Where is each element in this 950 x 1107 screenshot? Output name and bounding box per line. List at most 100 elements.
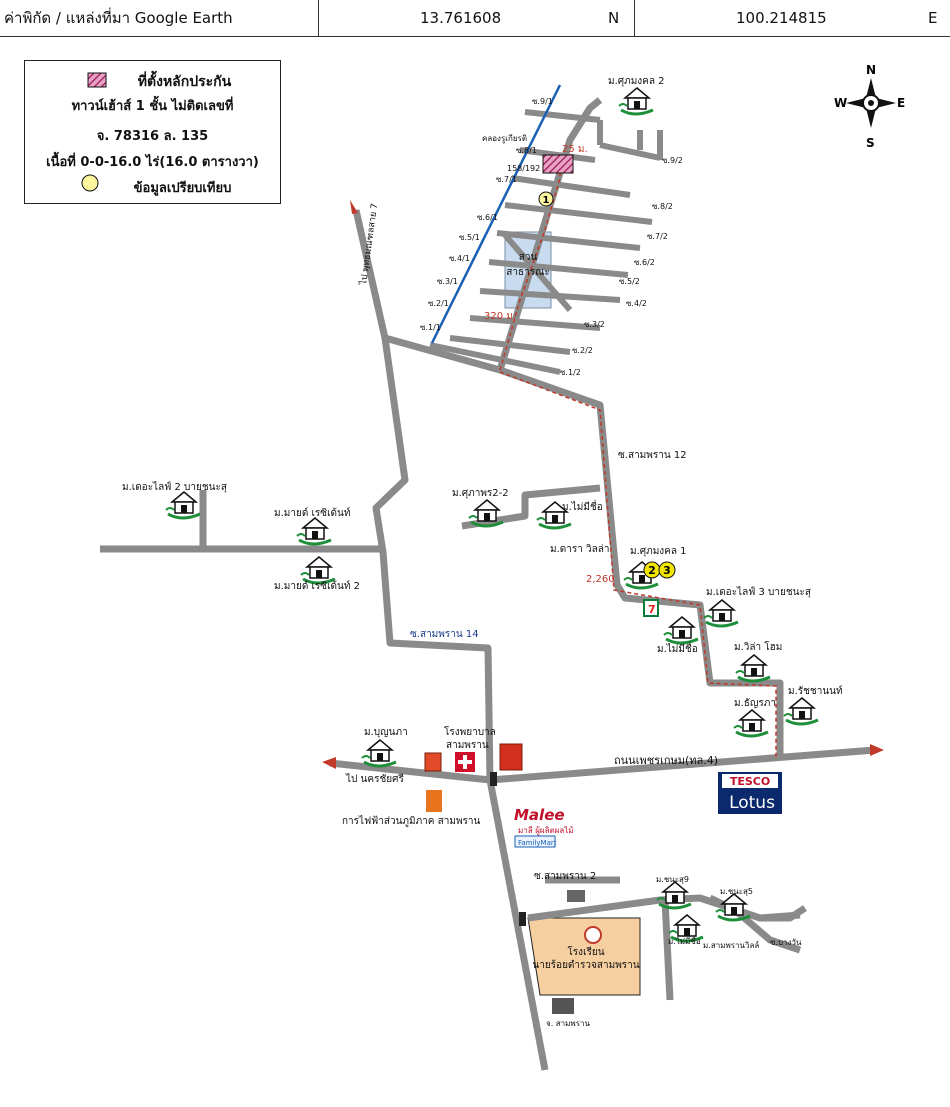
house-icon xyxy=(295,516,333,546)
arrow-east xyxy=(870,744,884,756)
park-label-1: สวน xyxy=(519,252,538,263)
marker-label-3: 3 xyxy=(663,564,671,577)
soi-labels: ซ.9/1 ซ.8/1 ซ.7/1 ซ.6/1 ซ.5/1 ซ.4/1 ซ.3/… xyxy=(420,97,683,377)
village-label: ม.ศุภมงคล 2 xyxy=(608,76,665,87)
district-building-icon xyxy=(552,998,574,1014)
house-icon xyxy=(782,696,820,726)
park-label-2: สาธารณะ xyxy=(506,267,549,278)
marker-label-1: 1 xyxy=(543,195,550,206)
house-icon xyxy=(164,490,202,520)
seven-eleven-label: 7 xyxy=(648,603,656,616)
legend-line2: จ. 78316 ล. 135 xyxy=(96,129,209,144)
post-office-icon xyxy=(499,743,523,771)
comparison-swatch-icon xyxy=(81,174,99,192)
malee-logo: Malee xyxy=(514,806,565,824)
village-label: ม.ดารา วิลล่า xyxy=(550,544,610,555)
traffic-light-icon xyxy=(490,772,497,786)
route-lower xyxy=(499,371,777,757)
road-soi2-label: ซ.สามพราน 2 xyxy=(534,871,596,882)
soi-label: ซ.2/2 xyxy=(572,346,593,355)
house-icon xyxy=(662,615,700,645)
village-label: ม.ชนะสุ5 xyxy=(720,887,753,896)
soi-label: ซ.4/2 xyxy=(626,299,647,308)
house-icon xyxy=(617,86,655,116)
school-icon xyxy=(584,926,602,944)
canal-line xyxy=(430,84,562,344)
compass-w: W xyxy=(834,96,847,110)
house-icon xyxy=(360,738,398,768)
soi-bottom-label: ซ.บางวัน xyxy=(770,938,802,947)
village-label: ม.เดอะไลฟ์ 2 บายชนะสุ xyxy=(122,481,227,493)
village-label: ม.ไม่มีชื่อ xyxy=(657,641,698,655)
source-label: ค่าพิกัด / แหล่งที่มา Google Earth xyxy=(4,9,233,27)
compass-s: S xyxy=(866,136,875,150)
soi-label: ซ.9/1 xyxy=(532,97,553,106)
district-label: จ. สามพราน xyxy=(546,1019,590,1028)
house-icon xyxy=(732,708,770,738)
village-label: ม.ศุภมงคล 1 xyxy=(630,546,687,557)
legend-compare: ข้อมูลเปรียบเทียบ xyxy=(133,181,232,196)
soi-label: ซ.2/1 xyxy=(428,299,449,308)
village-label: ม.เดอะไลฟ์ 3 บายชนะสุ xyxy=(706,586,811,598)
road-soi12-label: ซ.สามพราน 12 xyxy=(618,450,687,461)
traffic-light-icon xyxy=(519,912,526,926)
tesco-label: TESCO xyxy=(730,775,770,788)
village-label: ม.วิล่า โฮม xyxy=(734,640,782,653)
arrow-north xyxy=(350,200,358,214)
house-icon xyxy=(702,598,740,628)
road-phetkasem-label: ถนนเพชรเกษม(ทล.4) xyxy=(614,754,718,767)
hospital-label-2: สามพราน xyxy=(446,740,489,751)
collateral-swatch-icon xyxy=(87,72,107,88)
longitude-dir: E xyxy=(928,9,938,27)
village-label: ม.ธัญรภา xyxy=(734,698,776,709)
pea-icon xyxy=(426,790,442,812)
village-label: ม.มายด์ เรซิเด้นท์ xyxy=(274,507,350,519)
soi-label: ซ.5/1 xyxy=(459,233,480,242)
soi-label: ซ.8/2 xyxy=(652,202,673,211)
village-label: ม.ไม่มีชื่อ xyxy=(562,499,603,513)
map-canvas: 7 TESCO Lotus Malee มาลี ผู้ผลิตผลไม้ Fa… xyxy=(100,63,905,1071)
village-label: ม.ไม่มีชื่อ xyxy=(668,935,701,946)
school-area xyxy=(527,917,641,996)
soi-label: ซ.3/2 xyxy=(584,320,605,329)
soi-label: ซ.7/2 xyxy=(647,232,668,241)
village-label: ม.รัชชานนท์ xyxy=(788,685,843,697)
soi-label: ซ.7/1 xyxy=(496,175,517,184)
arrow-west xyxy=(322,757,336,769)
legend-line3: เนื้อที่ 0-0-16.0 ไร่(16.0 ตารางวา) xyxy=(46,155,259,170)
to-nakhonchaisri-label: ไป นครชัยศรี xyxy=(345,773,404,785)
malee-sub: มาลี ผู้ผลิตผลไม้ xyxy=(518,826,574,836)
soi-label: ซ.6/1 xyxy=(477,213,498,222)
pea-label: การไฟฟ้าส่วนภูมิภาค สามพราน xyxy=(342,815,481,827)
village-label: ม.มายด์ เรซิเด้นท์ 2 xyxy=(274,580,360,592)
marker-label-2: 2 xyxy=(648,564,656,577)
lotus-label: Lotus xyxy=(729,793,775,813)
distance-25-label: 25 ม. xyxy=(562,144,588,155)
coordinates-header: ค่าพิกัด / แหล่งที่มา Google Earth 13.76… xyxy=(0,0,950,37)
shop-icon xyxy=(424,752,442,772)
compass-n: N xyxy=(866,63,876,77)
hospital-label-1: โรงพยาบาล xyxy=(444,725,496,738)
familymart-logo xyxy=(514,835,556,848)
road-soi14-label: ซ.สามพราน 14 xyxy=(410,629,479,640)
building-icon xyxy=(567,890,585,902)
house-icon xyxy=(299,555,337,585)
route-upper xyxy=(499,160,561,371)
latitude-value: 13.761608 xyxy=(420,9,502,27)
comparison-marker-1 xyxy=(538,191,554,207)
village-label: ม.สามพรานวิลล์ xyxy=(703,940,759,950)
school-label-2: นายร้อยตำรวจสามพราน xyxy=(532,959,639,971)
village-label: ม.บุญนภา xyxy=(364,727,408,738)
longitude-value: 100.214815 xyxy=(736,9,827,27)
soi-label: ซ.1/2 xyxy=(560,368,581,377)
compass-e: E xyxy=(897,96,905,110)
school-label-1: โรงเรียน xyxy=(567,945,604,958)
village-label: ม.ชนะสุ9 xyxy=(656,875,689,884)
house-icon xyxy=(734,653,772,683)
comparison-marker-3 xyxy=(658,561,676,579)
latitude-dir: N xyxy=(608,9,620,27)
house-number-label: 158/192 xyxy=(507,164,540,173)
distance-2260-label: 2,260 xyxy=(586,574,615,585)
legend-line1: ทาวน์เฮ้าส์ 1 ชั้น ไม่ติดเลขที่ xyxy=(71,99,234,114)
soi-label: ซ.1/1 xyxy=(420,323,441,332)
